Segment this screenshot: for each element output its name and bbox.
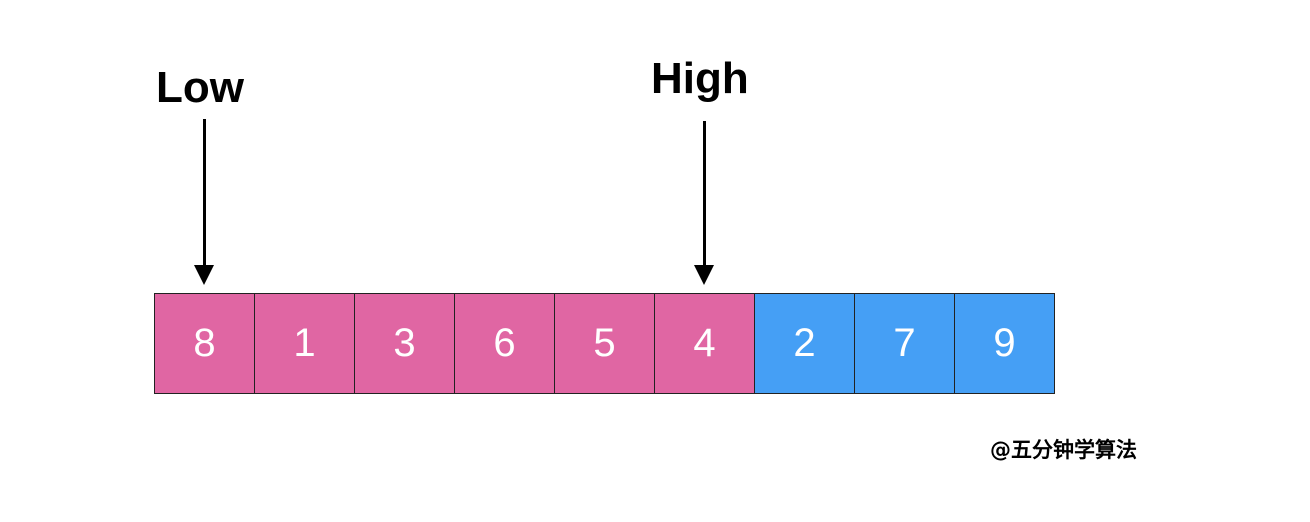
high-pointer-label: High <box>651 54 749 103</box>
array-cell: 1 <box>254 293 355 394</box>
array-cell: 6 <box>454 293 555 394</box>
low-pointer-label: Low <box>156 63 244 112</box>
array-cell: 9 <box>954 293 1055 394</box>
array-cell: 2 <box>754 293 855 394</box>
low-arrow-shaft <box>203 119 206 267</box>
array-cell: 4 <box>654 293 755 394</box>
high-arrow-shaft <box>703 121 706 267</box>
array-cell: 8 <box>154 293 255 394</box>
array-cell: 7 <box>854 293 955 394</box>
array-cell: 5 <box>554 293 655 394</box>
low-arrow-head <box>194 265 214 285</box>
watermark: @五分钟学算法 <box>990 438 1137 462</box>
high-pointer-arrow-icon <box>694 121 714 285</box>
array-cell: 3 <box>354 293 455 394</box>
low-pointer-arrow-icon <box>194 119 214 285</box>
high-arrow-head <box>694 265 714 285</box>
